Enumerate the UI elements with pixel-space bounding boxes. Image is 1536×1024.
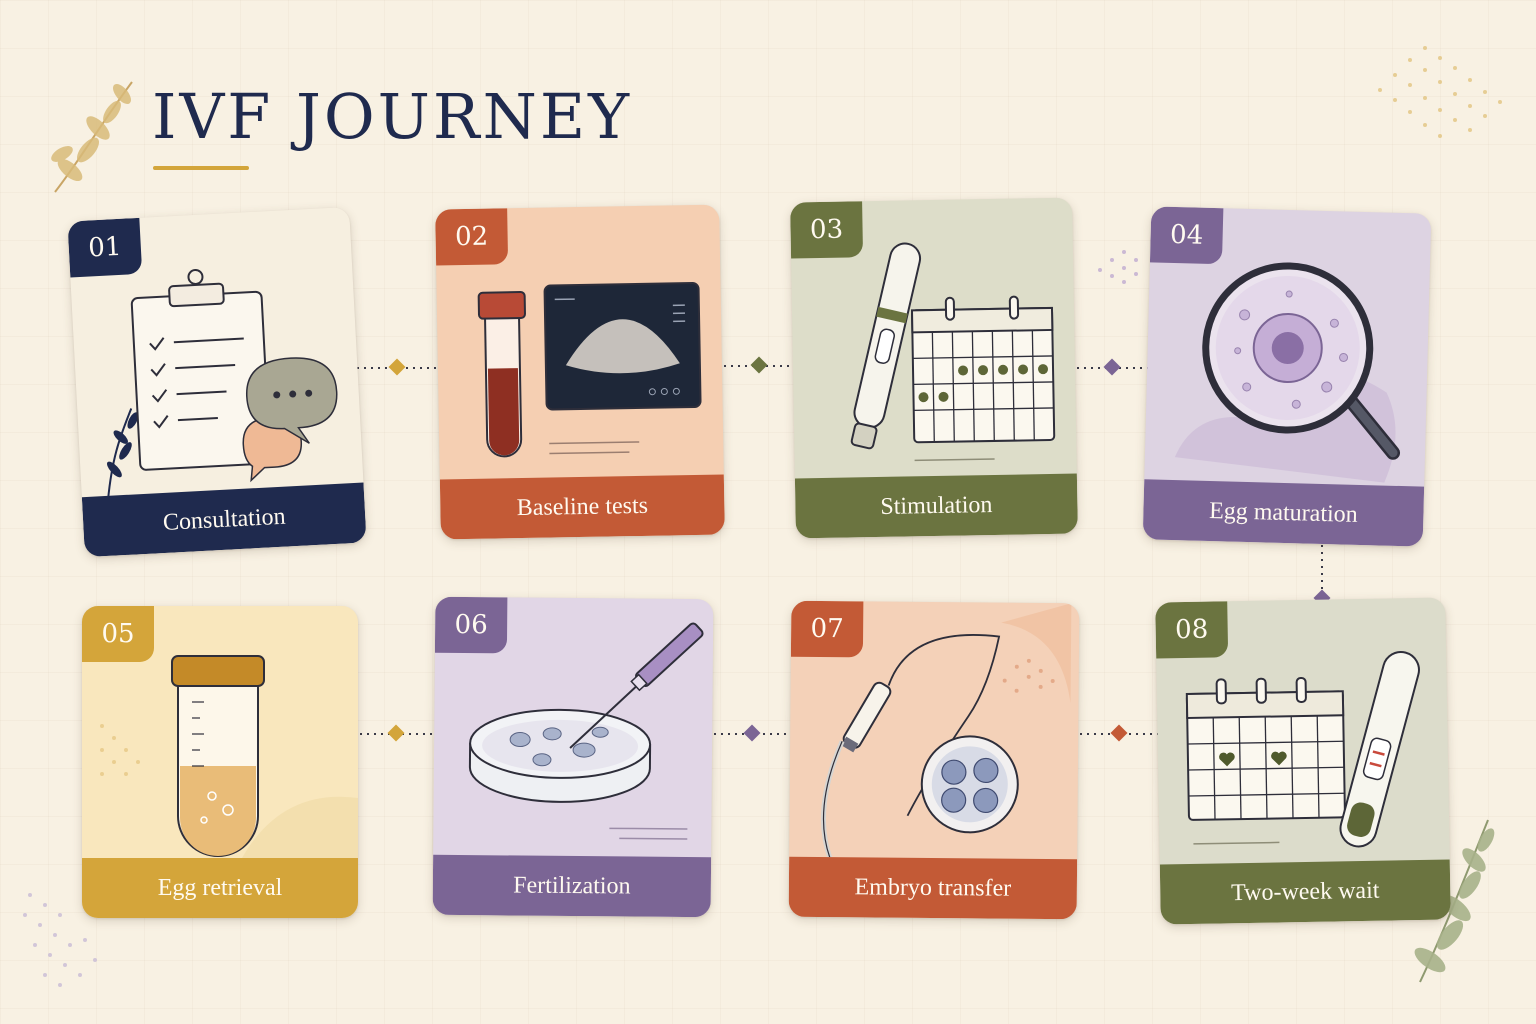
- step-card-07[interactable]: 07 Embryo transfer: [788, 600, 1080, 920]
- connector-06-07: [714, 724, 790, 742]
- step-number: 08: [1155, 601, 1229, 659]
- step-label: Stimulation: [794, 473, 1078, 539]
- step-number: 06: [434, 596, 508, 654]
- step-card-01[interactable]: 01 Consultation: [67, 206, 367, 558]
- calendar-pregnancy-test-icon: [1185, 651, 1420, 848]
- step-card-02[interactable]: 02 Baseline tests: [435, 204, 725, 540]
- step-card-05[interactable]: 05 Egg retrieval: [82, 606, 358, 918]
- specimen-tube-icon: [100, 655, 358, 858]
- olive-sprig-icon: [1414, 819, 1495, 983]
- step-number: 04: [1149, 206, 1224, 265]
- step-number: 05: [82, 606, 154, 662]
- step-label: Egg maturation: [1142, 479, 1425, 547]
- step-label: Baseline tests: [439, 474, 725, 540]
- petri-dish-pipette-icon: [468, 622, 704, 840]
- step-label: Embryo transfer: [788, 856, 1078, 920]
- leaf-sprig-icon: [51, 81, 133, 193]
- step-card-06[interactable]: 06 Fertilization: [432, 596, 714, 918]
- step-card-08[interactable]: 08 Two-week wait: [1155, 597, 1451, 925]
- injection-pen-calendar-icon: [850, 242, 1056, 462]
- step-label: Fertilization: [432, 854, 712, 918]
- dot-cluster-middle: [1098, 250, 1138, 284]
- magnifier-egg-icon: [1174, 262, 1401, 483]
- connector-02-03: [724, 356, 795, 374]
- step-number: 01: [67, 217, 143, 278]
- title-underline: [153, 166, 249, 170]
- connector-04-08: [1313, 545, 1331, 607]
- step-card-03[interactable]: 03 Stimulation: [790, 197, 1078, 539]
- blood-tube-ultrasound-icon: [477, 282, 702, 458]
- catheter-embryo-icon: [821, 603, 1072, 860]
- step-label: Egg retrieval: [82, 858, 358, 918]
- step-label: Two-week wait: [1159, 859, 1451, 925]
- connector-01-02: [357, 358, 438, 376]
- step-number: 07: [790, 600, 864, 658]
- connector-05-06: [360, 724, 434, 742]
- connector-03-04: [1077, 358, 1148, 376]
- dot-cluster-top-right: [1378, 46, 1502, 138]
- dot-cluster-bottom-left: [23, 893, 97, 987]
- connector-07-08: [1080, 724, 1158, 742]
- step-number: 03: [790, 201, 864, 259]
- step-number: 02: [435, 208, 509, 266]
- clipboard-chat-icon: [107, 268, 338, 500]
- step-card-04[interactable]: 04 Egg maturation: [1142, 206, 1432, 547]
- page-title: IVF JOURNEY: [152, 80, 633, 153]
